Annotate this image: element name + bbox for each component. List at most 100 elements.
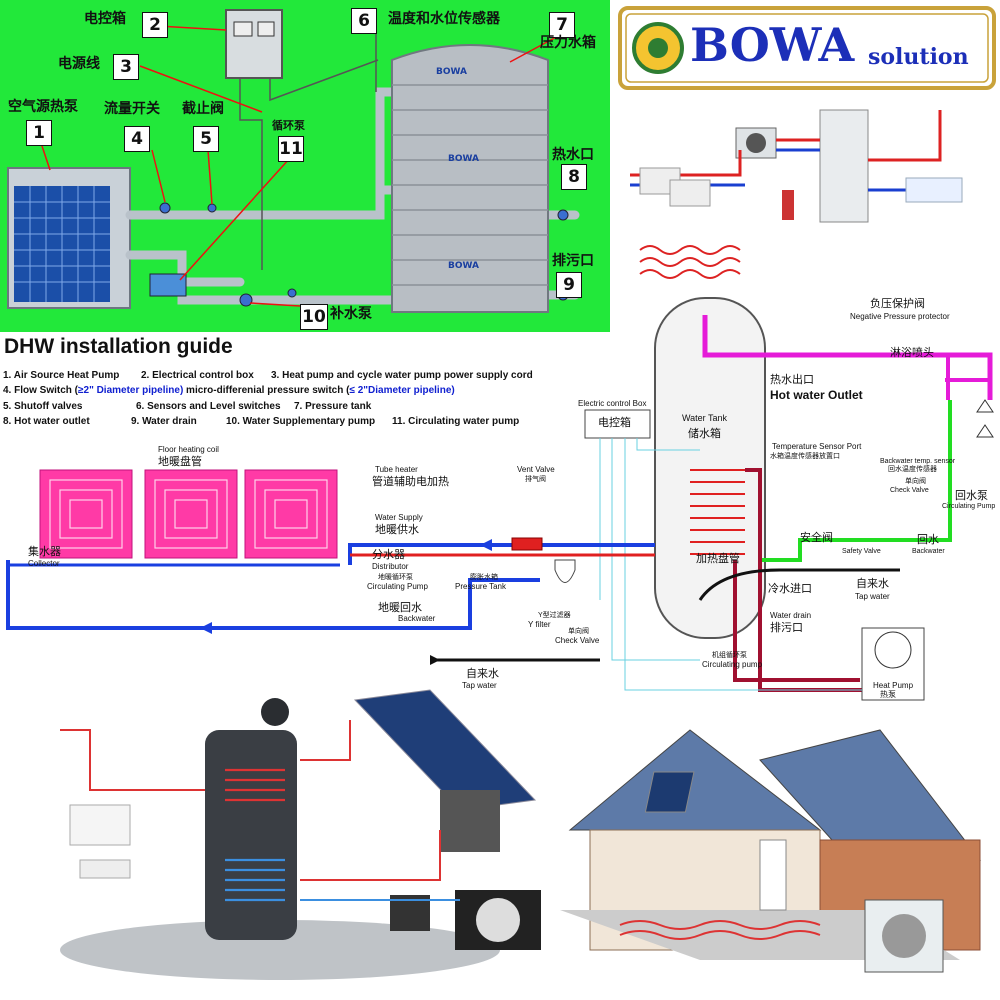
- hp-circ-en: Circulating pump: [702, 660, 763, 669]
- circulating-pump: [149, 273, 187, 297]
- floor-pump-en: Circulating Pump: [367, 582, 428, 591]
- marker-2: 2: [142, 12, 168, 38]
- coil-zh: 加热盘管: [696, 552, 740, 565]
- installation-drawing: [7, 9, 580, 313]
- guide-item-4: 4. Flow Switch (≥2" Diameter pipeline) m…: [3, 385, 455, 396]
- floor-en: Floor heating coil: [158, 445, 219, 454]
- label-drain: 排污口: [552, 253, 594, 269]
- marker-9: 9: [556, 272, 582, 298]
- label-hot-water-outlet: 热水口: [552, 147, 594, 163]
- bowa-logo: BOWA solution: [618, 6, 996, 90]
- guide-item-6: 6. Sensors and Level switches: [136, 401, 281, 412]
- floor-back-en: Backwater: [398, 614, 436, 623]
- supply-zh: 地暖供水: [375, 523, 419, 536]
- yfilter-zh: Y型过滤器: [538, 612, 571, 619]
- tap2-zh: 自来水: [466, 667, 499, 680]
- guide-item-8: 8. Hot water outlet: [3, 416, 90, 427]
- collector-zh: 集水器: [28, 545, 61, 558]
- logo-tagline: solution: [868, 44, 969, 70]
- label-circulating-pump: 循环泵: [272, 119, 305, 132]
- label-control-box: 电控箱: [84, 11, 126, 27]
- guide-item-7: 7. Pressure tank: [294, 401, 372, 412]
- logo-brand: BOWA: [690, 18, 855, 72]
- marker-10: 10: [300, 304, 328, 330]
- hp-en: Heat Pump: [873, 681, 914, 690]
- guide-item-10: 10. Water Supplementary pump: [226, 416, 376, 427]
- guide-item-1: 1. Air Source Heat Pump: [3, 370, 120, 381]
- marker-8: 8: [561, 164, 587, 190]
- marker-6: 6: [351, 8, 377, 34]
- label-heat-pump: 空气源热泵: [8, 99, 78, 115]
- marker-1: 1: [26, 120, 52, 146]
- drain-zh: 排污口: [770, 621, 803, 634]
- label-power-cord: 电源线: [58, 56, 100, 72]
- marker-5: 5: [193, 126, 219, 152]
- label-sensors: 温度和水位传感器: [388, 11, 500, 27]
- floor-back-zh: 地暖回水: [378, 601, 422, 614]
- solar-combi-system-illustration: [60, 689, 541, 980]
- guide-item-9: 9. Water drain: [131, 416, 197, 427]
- hot-pipe: [125, 185, 403, 220]
- back-temp-en: Backwater temp. sensor: [880, 458, 956, 465]
- safety-zh: 安全阀: [800, 531, 833, 544]
- ptank-zh: 膨胀水箱: [470, 574, 498, 581]
- neg-pressure-zh: 负压保护阀: [870, 297, 925, 310]
- back-temp-zh: 回水温度传感器: [888, 466, 937, 473]
- check2-zh: 单向阀: [568, 628, 589, 635]
- tank-brand-1: BOWA: [436, 67, 467, 77]
- ptank-en: Pressure Tank: [455, 582, 506, 591]
- ecb-en: Electric control Box: [578, 399, 647, 408]
- tap2-en: Tap water: [462, 681, 497, 690]
- label-pressure-tank: 压力水箱: [540, 35, 596, 51]
- guide-item-3: 3. Heat pump and cycle water pump power …: [271, 370, 533, 381]
- ecb-zh: 电控箱: [598, 416, 631, 429]
- return-pump-en: Circulating Pump: [942, 503, 996, 510]
- tap-zh: 自来水: [856, 577, 889, 590]
- backwater-zh: 回水: [917, 533, 939, 546]
- floor-zh: 地暖盘管: [158, 455, 202, 468]
- return-pump-zh: 回水泵: [955, 489, 988, 502]
- label-supplementary-pump: 补水泵: [330, 306, 372, 322]
- collector-en: Collector: [28, 559, 60, 568]
- heating-coil: [690, 469, 745, 555]
- vent-zh: 排气阀: [525, 476, 546, 483]
- backwater-en: Backwater: [912, 548, 945, 555]
- guide-title: DHW installation guide: [4, 335, 233, 358]
- label-flow-switch: 流量开关: [104, 101, 160, 117]
- house-illustration: [560, 729, 982, 973]
- tank-en: Water Tank: [682, 413, 728, 423]
- check-valve-en: Check Valve: [890, 487, 929, 494]
- tube-heater-zh: 管道辅助电加热: [372, 475, 449, 488]
- distributor-zh: 分水器: [372, 548, 405, 561]
- marker-3: 3: [113, 54, 139, 80]
- shower-zh: 淋浴喷头: [890, 346, 934, 359]
- temp-port-en: Temperature Sensor Port: [772, 442, 862, 451]
- marker-4: 4: [124, 126, 150, 152]
- safety-en: Safety Valve: [842, 548, 881, 555]
- electrical-control-box: [225, 9, 283, 79]
- floor-pump-zh: 地暖循环泵: [378, 574, 413, 581]
- tube-heater-en: Tube heater: [375, 465, 418, 474]
- tank-brand-3: BOWA: [448, 261, 479, 271]
- distributor-en: Distributor: [372, 562, 409, 571]
- guide-item-2: 2. Electrical control box: [141, 370, 254, 381]
- drain-en: Water drain: [770, 611, 812, 620]
- cold-in-zh: 冷水进口: [768, 582, 812, 595]
- marker-11: 11: [278, 136, 304, 162]
- tank-brand-2: BOWA: [448, 154, 479, 164]
- water-tank: [654, 297, 766, 639]
- yfilter-en: Y filter: [528, 620, 551, 629]
- guide-item-11: 11. Circulating water pump: [392, 416, 520, 427]
- temp-port-zh: 水箱温度传感器放置口: [770, 453, 840, 460]
- tank-zh: 储水箱: [688, 427, 721, 440]
- neg-pressure-en: Negative Pressure protector: [850, 312, 950, 321]
- hot-outlet-en: Hot water Outlet: [770, 388, 863, 402]
- check2-en: Check Valve: [555, 636, 600, 645]
- floor-heating-coils: [39, 469, 338, 559]
- label-shutoff-valve: 截止阀: [182, 101, 224, 117]
- heat-pump-system-illustration: [630, 109, 963, 279]
- vent-en: Vent Valve: [517, 465, 555, 474]
- hp-zh: 热泵: [880, 690, 896, 699]
- installation-photo-panel: 电控箱 2 电源线 3 空气源热泵 1 流量开关 4 截止阀 5 循环泵 11 …: [0, 0, 610, 332]
- hot-outlet-zh: 热水出口: [770, 373, 814, 386]
